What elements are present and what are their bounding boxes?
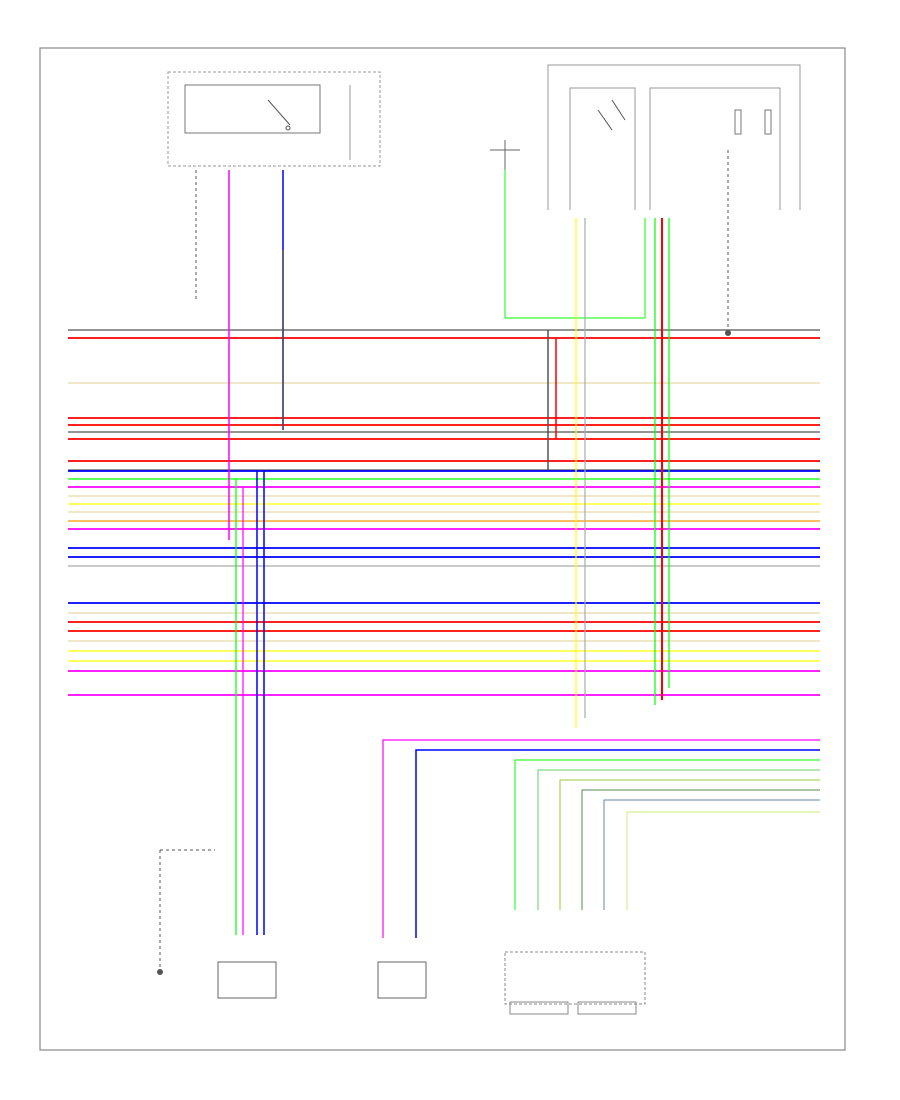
right-ground (725, 330, 731, 336)
right-module (547, 64, 801, 210)
unknown-switch (490, 140, 520, 175)
vertical-wires (159, 150, 729, 968)
sensor-mid (377, 961, 427, 999)
diagram-frame (39, 47, 846, 1051)
lower-middle-wires (382, 739, 820, 938)
wire-layer (68, 329, 820, 696)
sensor-left (217, 961, 277, 999)
junction-block (167, 71, 381, 167)
lower-ground (157, 969, 163, 975)
sensor-right (504, 951, 646, 1015)
